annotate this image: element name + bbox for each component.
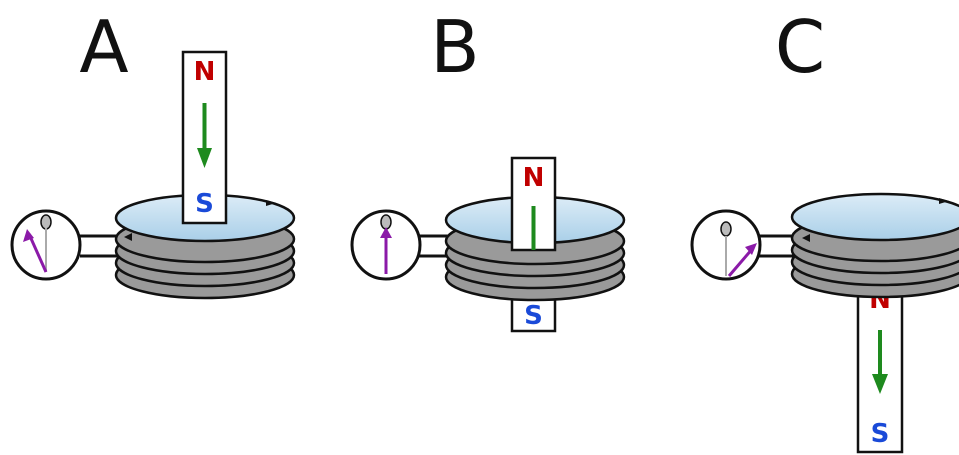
galvanometer-icon <box>350 209 452 281</box>
panel-a-label: A <box>79 5 128 89</box>
south-pole-label: S <box>524 301 543 331</box>
coil-icon <box>790 192 959 299</box>
panel-c-label: C <box>775 5 825 89</box>
north-pole-label: N <box>194 57 216 87</box>
panel-b-label: B <box>430 5 479 89</box>
galvanometer-icon <box>690 209 796 281</box>
bar-magnet-icon: N S <box>181 50 228 225</box>
panel-a: A N S <box>10 5 296 300</box>
panel-b: B S N <box>350 5 626 333</box>
meter-needle <box>727 247 755 277</box>
panel-c: C N S <box>690 5 959 454</box>
bar-magnet-icon: N S <box>856 266 904 454</box>
galvanometer-icon <box>10 209 120 281</box>
south-pole-label: S <box>195 189 214 219</box>
north-pole-label: N <box>523 163 545 193</box>
meter-needle <box>27 233 48 273</box>
motion-arrow-down <box>872 374 888 394</box>
bar-magnet-icon: N <box>510 156 557 252</box>
south-pole-label: S <box>871 419 890 449</box>
motion-arrow-down <box>197 148 212 168</box>
